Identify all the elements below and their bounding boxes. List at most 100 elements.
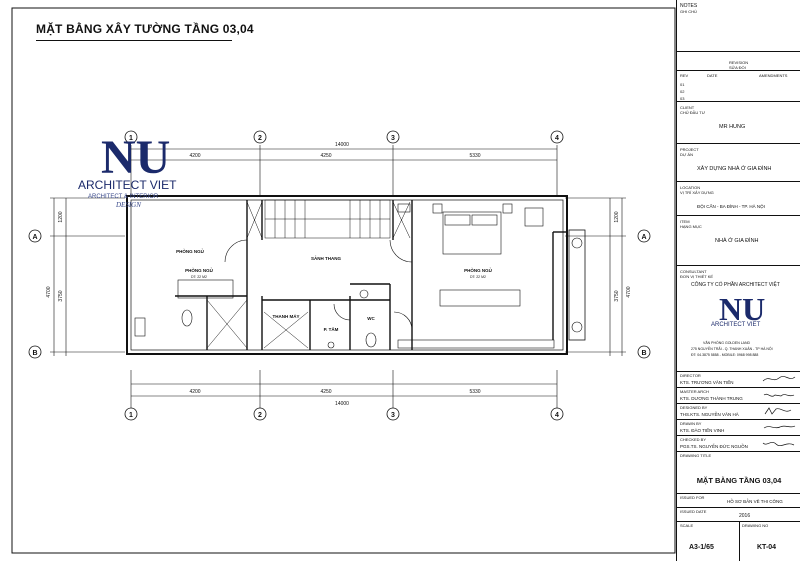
- furniture: [134, 203, 586, 349]
- room-labels: PHÒNG NGỦ PHÒNG NGỦ DT: 22 M2 SẢNH THANG…: [176, 247, 492, 332]
- issued-for-label: ISSUED FOR: [680, 495, 705, 500]
- designed-value: THS.KTS. NGUYỄN VĂN HÀ: [680, 412, 739, 417]
- room-hall: SẢNH THANG: [311, 255, 341, 261]
- room-bedroom-3: PHÒNG NGỦ: [464, 266, 492, 273]
- room-bath: P. TẮM: [324, 325, 339, 332]
- master-cell: MASTER ARCH KTS. DƯƠNG THÀNH TRUNG: [677, 388, 800, 404]
- logo-subtitle: ARCHITECT & INTERIOR: [88, 194, 159, 200]
- consultant-address-3: ĐT: 04.3875 5858 - MOBILE: 0968 998 888: [691, 353, 759, 357]
- issued-for-value: HỒ SƠ BẢN VẼ THI CÔNG: [727, 499, 783, 504]
- grid-col-2-top: 2: [258, 135, 262, 142]
- notes-cell: NOTES GHI CHÚ: [677, 0, 800, 52]
- drawing-title-value: MẶT BẰNG TẦNG 03,04: [696, 476, 782, 485]
- rev-col-date: DATE: [707, 73, 718, 78]
- location-cell: LOCATION VỊ TRÍ XÂY DỰNG ĐỘI CẤN - BA ĐÌ…: [677, 182, 800, 216]
- rev-row-2: 02: [680, 89, 685, 94]
- revision-label: REVISION: [729, 60, 749, 65]
- interior-walls: [175, 200, 567, 350]
- grid-col-1-bottom: 1: [129, 412, 133, 419]
- room-lift: THANH MÁY: [273, 313, 300, 319]
- drawing-no-label: DRAWING NO: [742, 523, 769, 528]
- rev-row-1: 01: [680, 82, 685, 87]
- dim-vertical-left-1: 1200: [58, 211, 64, 222]
- dim-vertical-right-2: 3750: [614, 290, 620, 301]
- drawn-cell: DRAWN BY KTS. ĐÀO TIẾN VINH: [677, 420, 800, 436]
- master-value: KTS. DƯƠNG THÀNH TRUNG: [680, 396, 743, 401]
- notes-sub: GHI CHÚ: [680, 9, 697, 14]
- floor-plan: 14000 4200 4250 5330 4200 4250 5330 1400…: [11, 7, 676, 554]
- staircase: [206, 199, 411, 349]
- notes-label: NOTES: [680, 3, 698, 9]
- grid-row-b-left: B: [32, 350, 37, 357]
- room-bedroom-area-3: DT: 22 M2: [470, 275, 486, 279]
- grid-col-3-top: 3: [391, 135, 395, 142]
- checked-value: PGS.TS. NGUYỄN ĐỨC NGUỒN: [680, 444, 748, 449]
- logo-mark: NU: [101, 131, 170, 184]
- director-label: DIRECTOR: [680, 373, 701, 378]
- scale-value: A3-1/65: [689, 544, 714, 551]
- client-label: CLIENT: [680, 105, 695, 110]
- grid-col-3-bottom: 3: [391, 412, 395, 419]
- checked-label: CHECKED BY: [680, 437, 707, 442]
- dim-span-1-bottom: 4200: [189, 389, 200, 395]
- consultant-address-1: VĂN PHÒNG GOLDEN LAND: [703, 341, 751, 345]
- rev-col-rev: REV: [680, 73, 689, 78]
- consultant-logo-mark: NU: [719, 291, 766, 327]
- dim-span-1-top: 4200: [189, 153, 200, 159]
- drawing-title-cell: DRAWING TITLE MẶT BẰNG TẦNG 03,04: [677, 452, 800, 494]
- grid-col-4-bottom: 4: [555, 412, 559, 419]
- room-wc: WC: [367, 316, 375, 321]
- grid-bubbles: 1 2 3 4 1 2 3 4 A B A B: [28, 130, 651, 421]
- master-label: MASTER ARCH: [680, 389, 709, 394]
- issued-for-cell: ISSUED FOR HỒ SƠ BẢN VẼ THI CÔNG: [677, 494, 800, 508]
- grid-row-a-right: A: [641, 234, 646, 241]
- drawn-signature: [763, 425, 796, 429]
- drawing-no-value: KT-04: [757, 544, 777, 551]
- consultant-value: CÔNG TY CỔ PHẦN ARCHITECT VIỆT: [691, 282, 780, 288]
- scale-label: SCALE: [680, 523, 694, 528]
- project-sub: DỰ ÁN: [680, 152, 693, 157]
- project-label: PROJECT: [680, 147, 699, 152]
- master-signature: [763, 393, 795, 397]
- room-bedroom-1: PHÒNG NGỦ: [176, 247, 204, 254]
- location-label: LOCATION: [680, 185, 701, 190]
- logo-design: DESIGN: [115, 201, 141, 209]
- issued-date-label: ISSUED DATE: [680, 509, 707, 514]
- drawn-value: KTS. ĐÀO TIẾN VINH: [680, 428, 725, 433]
- rev-row-3: 03: [680, 96, 685, 101]
- dim-vertical-left-2: 3750: [58, 290, 64, 301]
- location-value: ĐỘI CẤN - BA ĐÌNH - TP. HÀ NỘI: [697, 204, 765, 209]
- title-block: NOTES GHI CHÚ REVISION SỬA ĐỔI REV DATE …: [676, 0, 800, 561]
- issued-date-cell: ISSUED DATE 2016: [677, 508, 800, 522]
- project-value: XÂY DỰNG NHÀ Ở GIA ĐÌNH: [697, 166, 772, 172]
- dim-vertical-right-1: 1200: [614, 211, 620, 222]
- title-underline: [36, 40, 232, 41]
- grid-col-1-top: 1: [129, 135, 133, 142]
- director-cell: DIRECTOR KTS. TRƯƠNG VĂN TIẾN: [677, 372, 800, 388]
- item-cell: ITEM HẠNG MỤC NHÀ Ở GIA ĐÌNH: [677, 216, 800, 266]
- dim-span-2-top: 4250: [320, 153, 331, 159]
- dim-span-3-bottom: 5330: [469, 389, 480, 395]
- consultant-sub: ĐƠN VỊ THIẾT KẾ: [680, 274, 714, 279]
- revision-cell: REVISION SỬA ĐỔI REV DATE AMENDMENTS 01 …: [677, 52, 800, 102]
- dim-total-top: 14000: [335, 142, 349, 148]
- door-swings: [224, 239, 413, 331]
- designed-signature: [764, 407, 792, 415]
- dim-total-bottom: 14000: [335, 401, 349, 407]
- side-dimensions: [50, 197, 626, 356]
- drawing-title-label: DRAWING TITLE: [680, 453, 712, 458]
- revision-table: REV DATE AMENDMENTS 01 02 03: [677, 70, 800, 103]
- rev-col-amend: AMENDMENTS: [759, 73, 788, 78]
- revision-sub: SỬA ĐỔI: [729, 65, 746, 70]
- issued-date-value: 2016: [739, 513, 751, 519]
- client-sub: CHỦ ĐẦU TƯ: [680, 110, 706, 115]
- dim-vertical-left: 4700: [46, 286, 52, 297]
- grid-row-b-right: B: [641, 350, 646, 357]
- scale-cell: SCALE DRAWING NO A3-1/65 KT-04: [677, 522, 800, 561]
- client-cell: CLIENT CHỦ ĐẦU TƯ MR HUNG: [677, 102, 800, 144]
- location-sub: VỊ TRÍ XÂY DỰNG: [680, 190, 714, 195]
- consultant-cell: CONSULTANT ĐƠN VỊ THIẾT KẾ CÔNG TY CỔ PH…: [677, 266, 800, 372]
- director-signature: [762, 376, 796, 382]
- architect-viet-logo: NU ARCHITECT VIET ARCHITECT & INTERIOR D…: [78, 131, 177, 209]
- designed-label: DESIGNED BY: [680, 405, 708, 410]
